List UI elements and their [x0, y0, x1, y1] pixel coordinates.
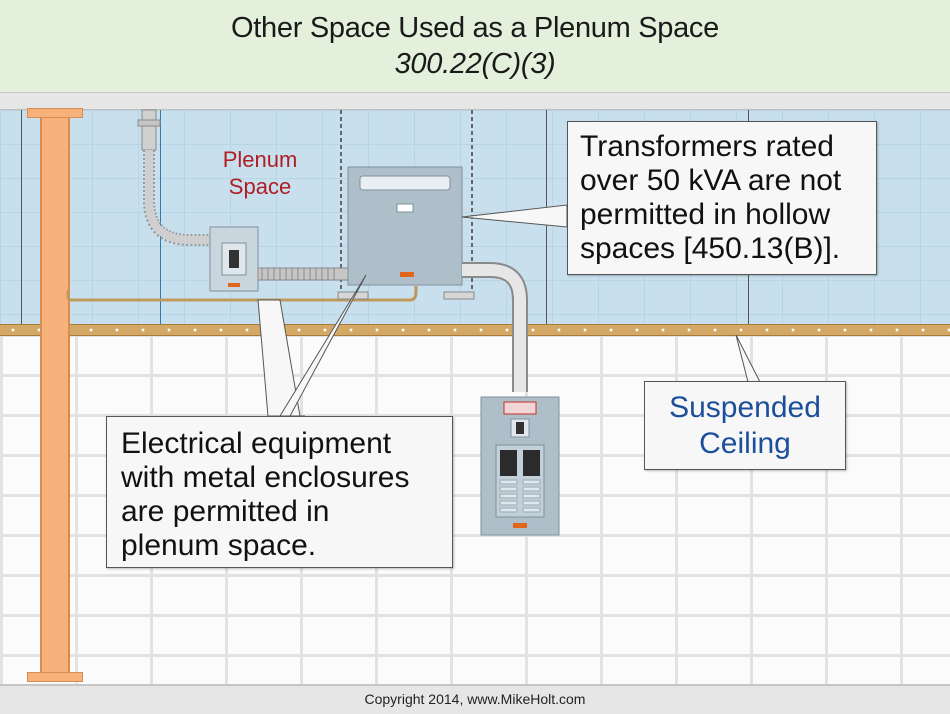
transformer-callout: Transformers rated over 50 kVA are not p…	[567, 121, 877, 275]
label-line: Plenum	[222, 147, 298, 172]
callout-line: plenum space.	[121, 529, 317, 562]
copyright-footer: Copyright 2014, www.MikeHolt.com	[0, 684, 950, 714]
building-column	[40, 108, 70, 680]
suspended-ceiling-tiles	[0, 334, 950, 684]
ceiling-grid-rail	[0, 324, 950, 336]
callout-line: Ceiling	[699, 427, 791, 460]
column-cap-plate	[27, 108, 83, 118]
column-base-plate	[27, 672, 83, 682]
threaded-rod	[340, 110, 342, 298]
plenum-space-label: Plenum Space	[205, 146, 315, 200]
callout-line: are permitted in	[121, 495, 330, 528]
callout-line: spaces [450.13(B)].	[580, 232, 841, 265]
callout-line: Transformers rated	[580, 130, 834, 163]
callout-line: permitted in hollow	[580, 198, 831, 231]
page-title: Other Space Used as a Plenum Space	[231, 12, 719, 44]
threaded-rod	[471, 110, 473, 298]
callout-line: Electrical equipment	[121, 427, 392, 460]
suspended-ceiling-callout: Suspended Ceiling	[644, 381, 846, 470]
hanger-wire	[160, 110, 161, 324]
label-line: Space	[228, 174, 292, 199]
hanger-wire	[21, 110, 22, 324]
callout-line: Suspended	[669, 391, 821, 424]
title-banner: Other Space Used as a Plenum Space 300.2…	[0, 0, 950, 92]
equipment-callout: Electrical equipment with metal enclosur…	[106, 416, 453, 568]
code-reference: 300.22(C)(3)	[394, 48, 556, 80]
callout-line: with metal enclosures	[121, 461, 410, 494]
callout-line: over 50 kVA are not	[580, 164, 842, 197]
